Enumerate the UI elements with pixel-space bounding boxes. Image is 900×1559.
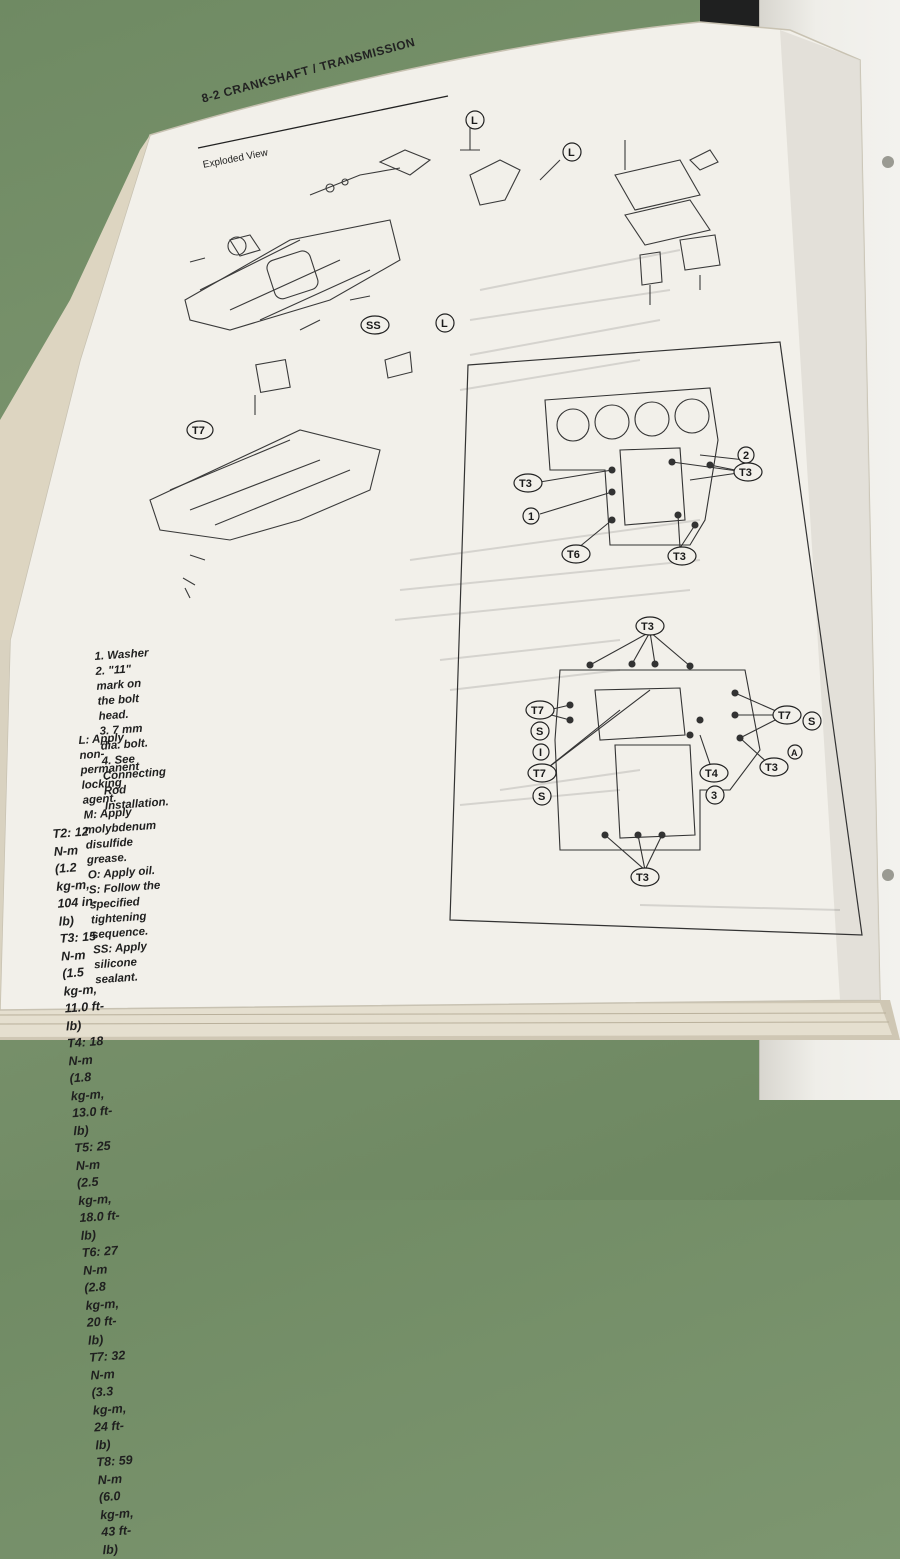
callout-T3: T3 [739,467,752,479]
left-edge [0,640,10,1010]
callout-2: 2 [743,450,749,462]
page-sheet [0,21,881,1011]
callout-T7: T7 [531,705,544,717]
cover-parts-illustration [614,140,721,305]
torque-item: T5: 25 N-m (2.5 kg-m, 18.0 ft-lb) [74,1138,121,1243]
diagram-frame [449,341,863,936]
binding-hole [882,156,894,168]
torque-item: T2: 12 N-m (1.2 kg-m, 104 in-lb) [52,824,98,929]
callout-T3: T3 [765,762,778,774]
left-page-stack [0,135,150,640]
lower-crankcase-illustration [149,351,413,599]
callout-A: A [791,748,798,758]
callout-I: I [539,747,542,759]
page-edge-line [0,1012,887,1016]
callout-L: L [568,147,575,159]
callout-T3: T3 [641,621,654,633]
callout-T7: T7 [533,768,546,780]
torque-item: T8: 59 N-m (6.0 kg-m, 43 ft-lb) [96,1452,134,1557]
callout-L: L [441,318,448,330]
callout-T4: T4 [705,768,719,780]
note-item: L: Apply non-permanent locking agent. [78,731,140,807]
manual-page-drawing: L L L SS T7 T3 1 2 T3 T6 T3 T3 T7 S I T7… [0,21,900,1040]
callout-L: L [471,115,478,127]
callout-shapes [186,110,822,887]
page-edge-line [0,1021,890,1025]
callout-SS: SS [366,320,381,332]
callout-T7: T7 [778,710,791,722]
note-item: 2. "11" mark on the bolt head. [95,663,142,723]
small-parts-illustration [309,120,561,206]
callout-T7: T7 [192,425,205,437]
callout-S: S [536,726,543,738]
binding-hole [882,869,894,881]
upper-crankcase-illustration [184,219,401,331]
torque-item: T3: 15 N-m (1.5 kg-m, 11.0 ft-lb) [59,929,105,1033]
page-stack-layers [0,1003,892,1037]
callout-S: S [808,716,815,728]
callout-S: S [538,791,545,803]
callout-1: 1 [528,511,534,523]
callout-3: 3 [711,790,717,802]
gutter-shadow [780,30,880,1000]
callout-T3: T3 [673,551,686,563]
torque-item: T4: 18 N-m (1.8 kg-m, 13.0 ft-lb) [66,1033,113,1138]
torque-item: T7: 32 N-m (3.3 kg-m, 24 ft-lb) [88,1348,127,1452]
callout-labels: L L L SS T7 T3 1 2 T3 T6 T3 T3 T7 S I T7… [192,115,815,884]
callout-T3: T3 [519,478,532,490]
torque-item: T6: 27 N-m (2.8 kg-m, 20 ft-lb) [81,1243,120,1348]
callout-T3: T3 [636,872,649,884]
callout-T6: T6 [567,549,580,561]
header-underline [197,95,449,149]
